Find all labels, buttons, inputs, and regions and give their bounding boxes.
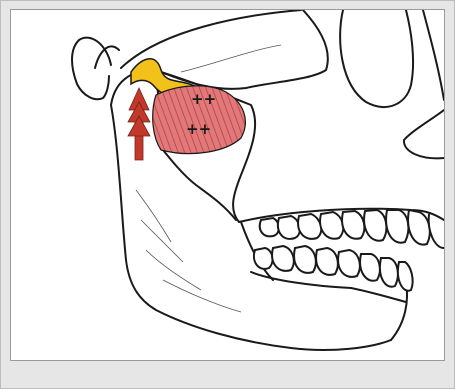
plus-markers-lower: ++ bbox=[186, 120, 211, 138]
lower-teeth bbox=[251, 246, 413, 302]
illustration-panel: ++ ++ bbox=[10, 9, 445, 361]
skull-jaw-illustration: ++ ++ bbox=[11, 10, 444, 360]
ear-outline bbox=[72, 38, 119, 100]
upper-teeth bbox=[260, 210, 444, 248]
upward-arrows-icon bbox=[128, 88, 150, 160]
plus-markers-upper: ++ bbox=[191, 90, 216, 108]
